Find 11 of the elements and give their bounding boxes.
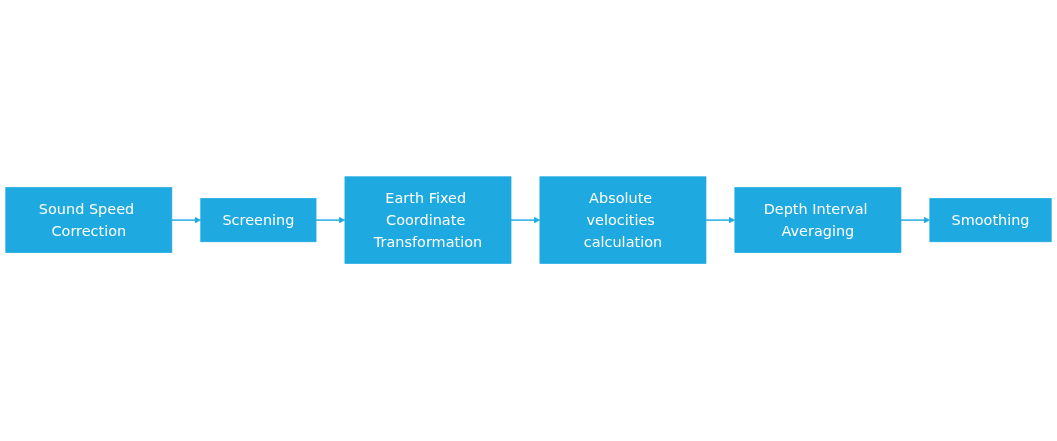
node-box: Earth Fixed Coordinate Transformation [344,176,512,265]
arrow [315,217,346,224]
node-box: Sound Speed Correction [5,187,173,254]
arrow [705,217,736,224]
node-box: Smoothing [929,198,1052,243]
node-box: Absolute velocities calculation [539,176,707,265]
node-box: Depth Interval Averaging [734,187,902,254]
arrow [900,217,931,224]
arrow [171,217,202,224]
node-box: Screening [200,198,317,243]
arrow [510,217,541,224]
